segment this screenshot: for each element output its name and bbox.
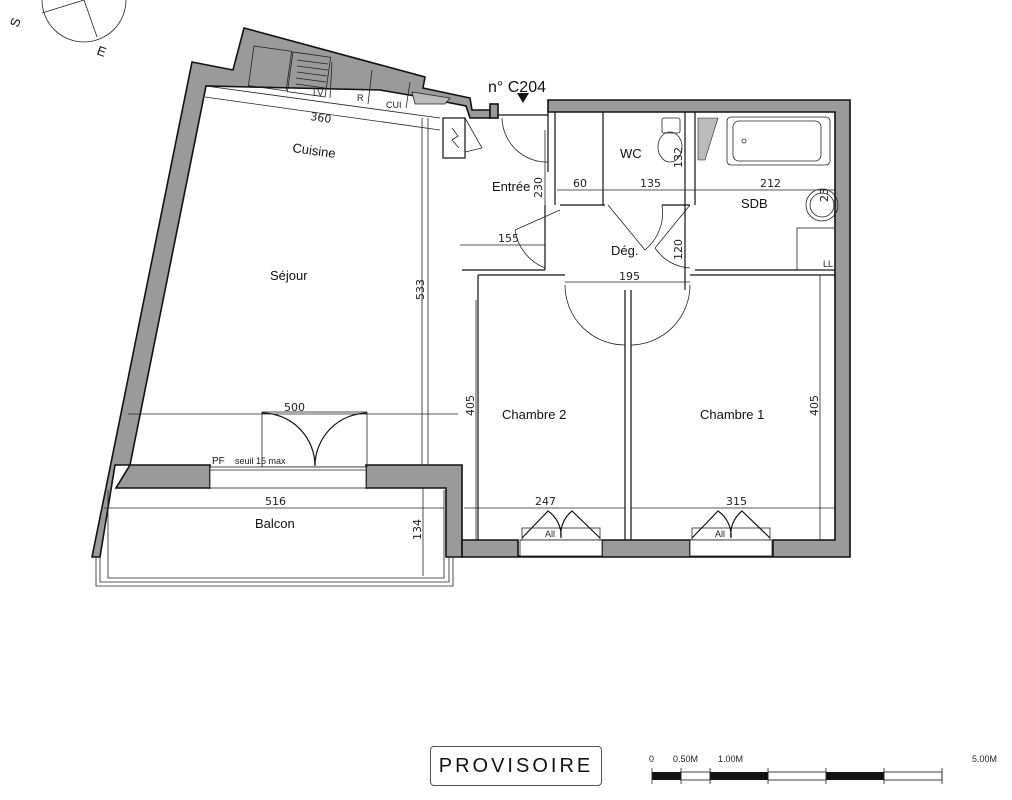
scale-bar: 0 0.50M 1.00M 5.00M xyxy=(649,754,997,784)
room-entree: Entrée xyxy=(492,179,530,194)
dim-chambre1-depth: 405 xyxy=(808,395,821,416)
label-pf: PF xyxy=(212,456,225,467)
scale-label-100: 1.00M xyxy=(718,754,743,764)
room-sejour: Séjour xyxy=(270,268,308,283)
dim-sejour-depth: 533 xyxy=(414,279,427,300)
dim-deg-width: 155 xyxy=(498,232,519,245)
room-chambre-1: Chambre 1 xyxy=(700,407,764,422)
wall-sejour-south xyxy=(114,464,211,489)
room-balcon: Balcon xyxy=(255,516,295,531)
entry-door[interactable] xyxy=(498,112,549,172)
electric-panel xyxy=(442,117,466,159)
scale-label-0: 0 xyxy=(649,754,654,764)
compass-south: S xyxy=(7,15,24,29)
wall-sejour-south-right xyxy=(365,464,463,558)
dim-chambre1-width: 315 xyxy=(726,495,747,508)
compass-icon: S E xyxy=(7,0,127,60)
window-chambre-2[interactable]: All xyxy=(519,510,603,557)
scale-label-050: 0.50M xyxy=(673,754,698,764)
dim-sejour-width: 500 xyxy=(284,401,305,414)
room-sdb: SDB xyxy=(741,196,768,211)
dim-wc-width: 135 xyxy=(640,177,661,190)
dimension-lines xyxy=(104,96,835,576)
wc-cistern xyxy=(661,117,681,134)
provisoire-stamp: PROVISOIRE xyxy=(430,746,602,786)
dim-cuisine-width: 360 xyxy=(310,110,333,126)
dim-balcon-width: 516 xyxy=(265,495,286,508)
toilet-icon xyxy=(657,131,683,163)
room-wc: WC xyxy=(620,146,642,161)
dim-entree-depth: 230 xyxy=(532,177,545,198)
dim-balcon-depth: 134 xyxy=(411,519,424,540)
label-ll: LL xyxy=(823,259,833,269)
washing-machine-space xyxy=(796,227,836,271)
entry-marker-icon xyxy=(517,93,529,103)
label-all-ch2: All xyxy=(545,529,555,539)
dim-sdb-width: 212 xyxy=(760,177,781,190)
label-sink: LV xyxy=(313,88,323,98)
kitchen-counter: LV R CUI xyxy=(205,45,451,119)
window-chambre-1[interactable]: All xyxy=(689,510,773,557)
label-seuil: seuil 15 max xyxy=(235,456,286,466)
wall-stub xyxy=(489,103,499,119)
dim-entree-width: 60 xyxy=(573,177,587,190)
compass-east: E xyxy=(95,43,109,60)
label-cooker: CUI xyxy=(386,100,402,110)
dim-sdb-sink: 23 xyxy=(818,188,831,202)
room-cuisine: Cuisine xyxy=(292,140,337,161)
dim-chambre2-depth: 405 xyxy=(464,395,477,416)
room-chambre-2: Chambre 2 xyxy=(502,407,566,422)
balcony-outline xyxy=(95,490,454,587)
label-all-ch1: All xyxy=(715,529,725,539)
wall-west-north xyxy=(91,27,491,558)
bathtub-icon xyxy=(726,116,831,166)
room-deg: Dég. xyxy=(611,243,638,258)
dim-wc-depth: 132 xyxy=(672,147,685,168)
sejour-window-pf[interactable] xyxy=(209,411,368,489)
dim-deg-depth: 120 xyxy=(672,239,685,260)
label-fridge: R xyxy=(357,93,364,103)
washbasin-icon xyxy=(805,188,839,222)
wall-east-block xyxy=(461,99,851,558)
lot-number: n° C204 xyxy=(488,79,546,96)
scale-label-500: 5.00M xyxy=(972,754,997,764)
door-deg[interactable] xyxy=(514,204,691,346)
dim-deg-length: 195 xyxy=(619,270,640,283)
dim-chambre2-width: 247 xyxy=(535,495,556,508)
